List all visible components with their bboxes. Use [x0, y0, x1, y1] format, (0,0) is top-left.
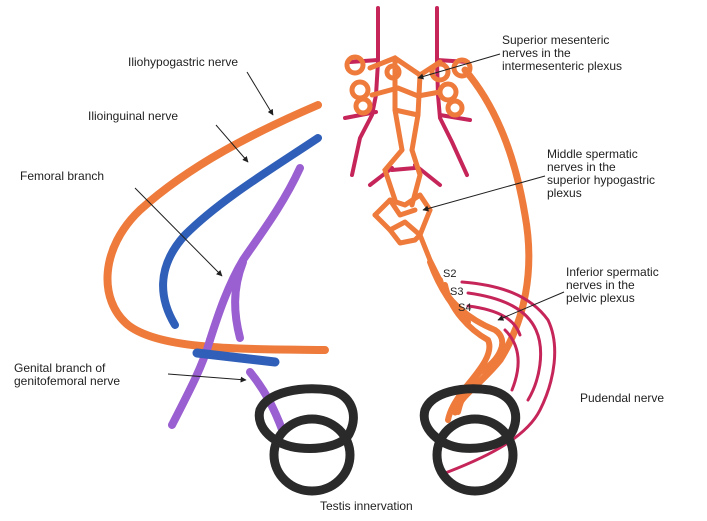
label-ilioinguinal-nerve: Ilioinguinal nerve: [88, 110, 178, 123]
right-testis: [424, 389, 515, 491]
diagram-caption: Testis innervation: [320, 500, 413, 513]
ilioinguinal-nerve: [163, 138, 318, 325]
label-s3: S3: [450, 286, 463, 298]
label-genital-branch: Genital branch of genitofemoral nerve: [14, 362, 120, 388]
label-superior-mesenteric-nerves: Superior mesenteric nerves in the interm…: [502, 34, 622, 73]
label-s2: S2: [443, 268, 456, 280]
label-iliohypogastric-nerve: Iliohypogastric nerve: [128, 56, 238, 69]
label-middle-spermatic-nerves: Middle spermatic nerves in the superior …: [547, 148, 655, 200]
label-femoral-branch: Femoral branch: [20, 170, 104, 183]
label-pudendal-nerve: Pudendal nerve: [580, 392, 664, 405]
genital-branch-crossbar: [197, 353, 275, 362]
label-inferior-spermatic-nerves: Inferior spermatic nerves in the pelvic …: [566, 266, 659, 305]
label-s4: S4: [458, 302, 471, 314]
